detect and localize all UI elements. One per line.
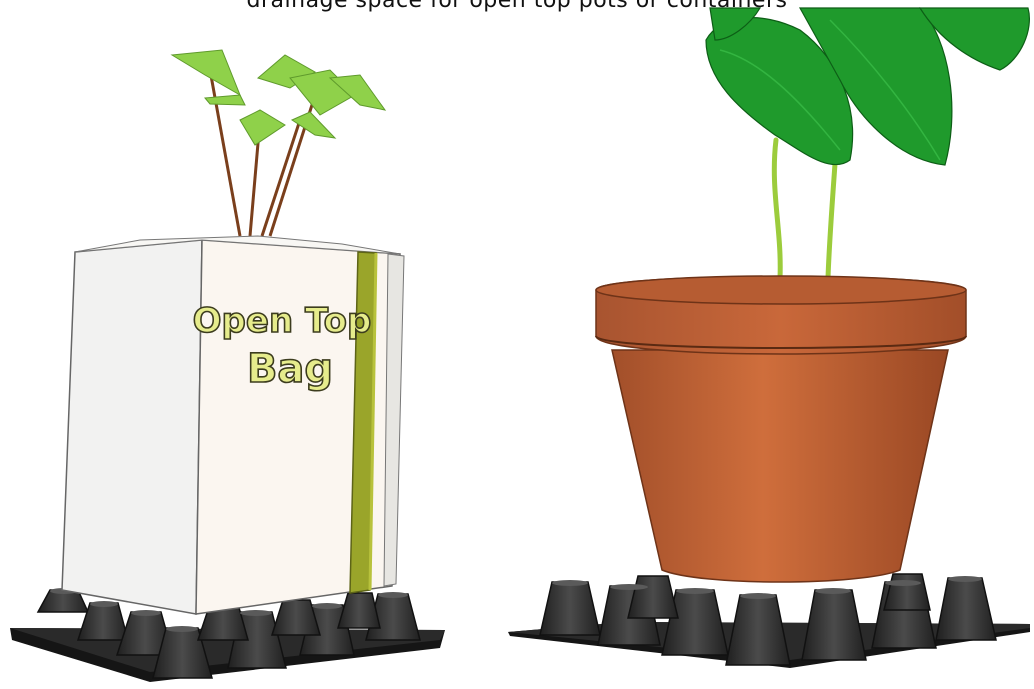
pot-plant	[706, 8, 1029, 278]
open-top-bag	[62, 236, 404, 614]
bag-label-line1: Open Top	[193, 301, 372, 341]
right-drainage-cell-base	[508, 574, 1030, 668]
bag-plant	[172, 50, 385, 236]
bag-label-line2: Bag	[247, 346, 333, 392]
terracotta-pot	[596, 276, 966, 582]
